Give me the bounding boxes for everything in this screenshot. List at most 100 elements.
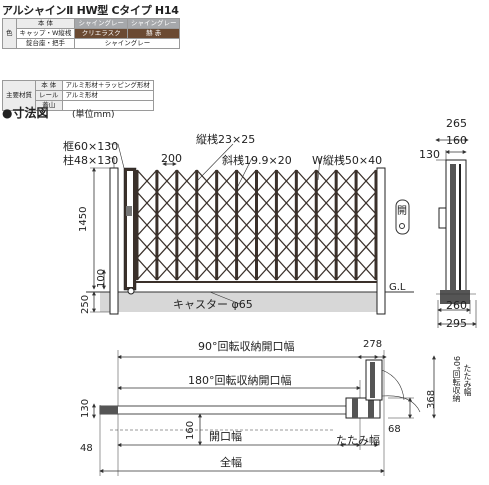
diagonal-bar [355,213,377,237]
diagonal-bar [136,235,158,259]
diagonal-bar [295,169,317,193]
diagonal-bar [335,235,357,259]
diagonal-bar [136,169,158,193]
vertical-bar [334,170,338,280]
diagonal-bar [176,191,198,215]
diagonal-bar [335,169,357,193]
diagonal-bar [275,191,297,215]
diagonal-bar [236,169,257,193]
rot90-fold-label-a: 90°回転収納 [452,356,461,403]
diagonal-bar [315,169,337,193]
handle [126,206,132,216]
diagonal-bar [315,257,337,281]
diagonal-bar [176,213,198,237]
caster-label: キャスター φ65 [173,298,253,311]
diagonal-bar [236,235,257,259]
diagonal-bar [315,213,337,237]
side-base-width: 260 [446,299,467,312]
diagonal-bar [196,257,218,281]
ground-label: G.L [389,282,406,293]
overall-label: 全幅 [220,456,242,469]
product-title: アルシャインⅡ HW型 Cタイプ H14 [2,4,179,17]
vertical-bar [155,170,159,280]
base-height-label: 250 [80,294,91,314]
opening-label: 開口幅 [209,430,242,443]
diagonal-bar [236,257,257,281]
diagonal-bar [136,257,158,281]
w-bar-label: W縦桟50×40 [312,154,383,167]
diagonal-bar [256,213,277,237]
dim-130: 130 [80,398,91,418]
base-block [100,292,382,312]
diagonal-bar [275,169,297,193]
dim-368: 368 [426,389,437,409]
color-table: 色 本 体 シャイングレー シャイングレー キャップ・W縦桟 クリエラスク 赫 … [2,18,181,49]
color-row-1-value: シャイングレー [74,38,181,49]
diagonal-bar [176,169,198,193]
folded-gate [345,397,381,419]
material-row-2-value [61,100,154,111]
diagonal-bar [355,257,377,281]
diagonal-bar [176,257,198,281]
material-label: 主要材質 [2,80,36,111]
dim-278: 278 [363,339,383,350]
diagonal-bar [275,235,297,259]
vertical-bar [195,170,199,280]
front-view [86,143,414,315]
pitch-label: 200 [161,152,182,165]
diagonal-bar [295,257,317,281]
diagonal-bar [156,235,178,259]
vertical-bar [314,170,318,280]
diagonal-bar [256,191,277,215]
plan-view [92,350,436,476]
diagonal-bar [216,257,238,281]
vertical-bar [294,170,298,280]
rot180-label: 180°回転収納開口幅 [188,374,292,387]
diagonal-bar [256,257,277,281]
side-view [435,138,477,328]
diagonal-bar [355,169,377,193]
diagonal-bar [196,191,218,215]
material-table: 主要材質 本 体 アルミ形材＋ラッピング形材 レール アルミ形材 蓋山 [2,80,154,111]
post-label: 柱48×130 [63,154,119,167]
diagonal-bar [236,213,257,237]
sub-height-label: 100 [96,268,107,288]
diagonal-bar [335,257,357,281]
open-lock-label: 開 [397,206,407,217]
frame-label: 框60×130 [63,140,119,153]
side-left-offset: 130 [419,148,440,161]
left-post [109,167,119,315]
diagonal-bar [275,257,297,281]
diagonal-bar [256,169,277,193]
section-title: ●寸法図 [2,106,49,120]
diagonal-bar [156,191,178,215]
side-bottom-width: 295 [446,317,467,330]
vertical-bar [235,170,239,280]
gate-lattice [135,169,378,281]
vertical-bar-label: 縦桟23×25 [196,133,256,146]
diagonal-bar [275,213,297,237]
plan-rail [99,405,347,415]
diagonal-bar-label: 斜桟19.9×20 [222,154,292,167]
vertical-bar [175,170,179,280]
vertical-bar [135,170,139,280]
diagonal-bar [355,191,377,215]
diagonal-bar [156,213,178,237]
dim-48: 48 [80,443,93,454]
diagonal-bar [315,235,337,259]
diagonal-bar [196,169,218,193]
vertical-bar [374,170,378,280]
vertical-bar [215,170,219,280]
diagonal-bar [216,169,238,193]
color-side-label: 色 [2,18,17,49]
diagonal-bar [295,213,317,237]
diagonal-bar [136,191,158,215]
vertical-bar [354,170,358,280]
dim-68: 68 [388,424,401,435]
diagonal-bar [156,169,178,193]
diagonal-bar [355,235,377,259]
caster-wheel [127,287,135,295]
diagonal-bar [256,235,277,259]
section-unit: (単位mm) [72,110,115,120]
